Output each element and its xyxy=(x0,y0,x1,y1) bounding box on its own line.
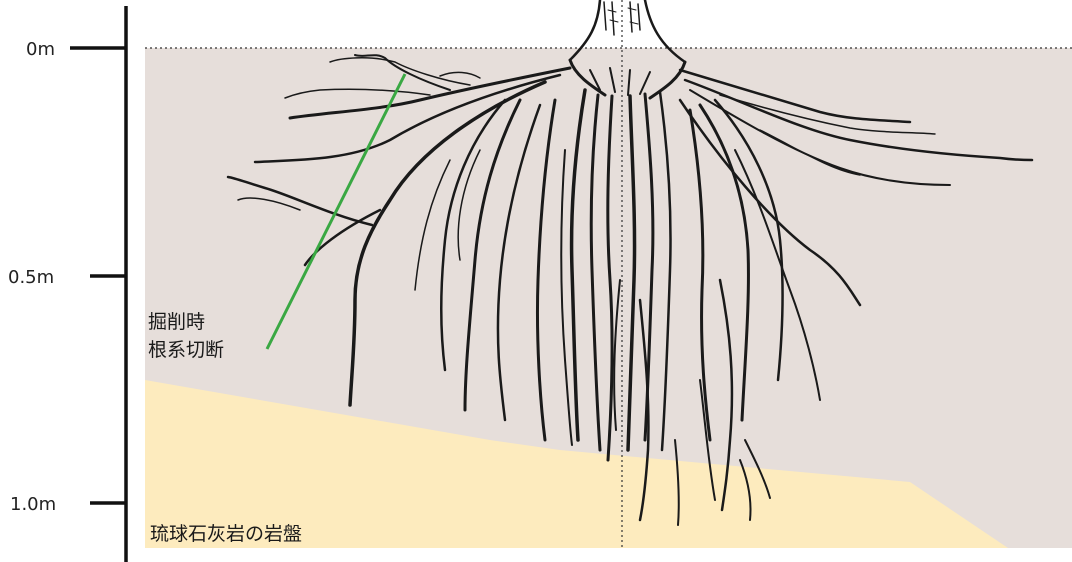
depth-label-0m: 0m xyxy=(26,39,55,60)
root-cut-label-line1: 掘削時 xyxy=(148,311,205,333)
depth-label-1-0m: 1.0m xyxy=(10,494,56,515)
depth-label-0-5m: 0.5m xyxy=(8,267,54,288)
bedrock-label: 琉球石灰岩の岩盤 xyxy=(150,523,302,545)
depth-scale: 0m 0.5m 1.0m xyxy=(8,6,126,562)
root-cut-label-line2: 根系切断 xyxy=(148,339,224,361)
